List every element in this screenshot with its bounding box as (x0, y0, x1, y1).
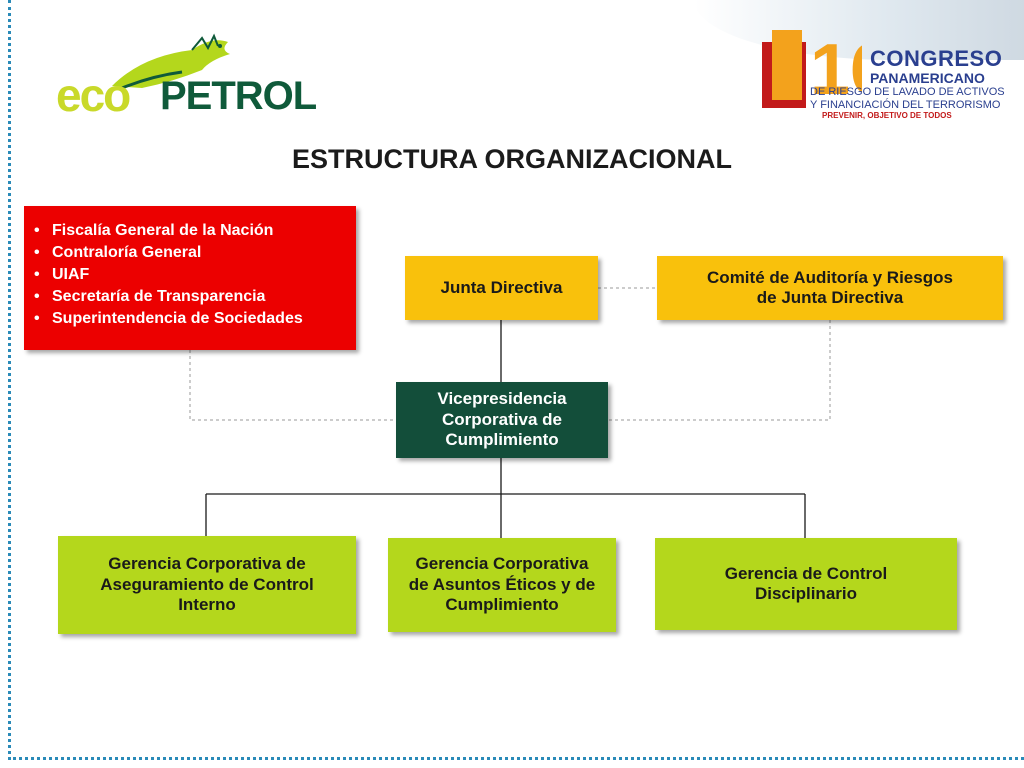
comite-auditoria-box: Comité de Auditoría y Riesgos de Junta D… (657, 256, 1003, 320)
comite-line2: de Junta Directiva (756, 288, 904, 307)
left-dotted-border (8, 0, 11, 760)
junta-directiva-box: Junta Directiva (405, 256, 598, 320)
gerencia-control-disciplinario-box: Gerencia de Control Disciplinario (655, 538, 957, 630)
g2-line2: de Asuntos Éticos y de (408, 574, 596, 594)
logo-petrol-text: PETROL (160, 74, 317, 118)
g3-line2: Disciplinario (754, 584, 857, 603)
gerencia-asuntos-eticos-box: Gerencia Corporativa de Asuntos Éticos y… (388, 538, 616, 632)
g2-line1: Gerencia Corporativa (415, 554, 589, 574)
vice-line1: Vicepresidencia (437, 389, 567, 409)
g1-line2: Aseguramiento de Control (100, 574, 314, 594)
congreso-line4: Y FINANCIACIÓN DEL TERRORISMO (810, 99, 1001, 111)
dashed-comite-to-vice (608, 320, 831, 421)
list-item: Secretaría de Transparencia (34, 286, 303, 308)
logo-eco-text: eco (56, 69, 131, 121)
vice-line2: Corporativa de (442, 409, 562, 429)
bottom-dotted-border (8, 757, 1024, 760)
list-item: UIAF (34, 264, 303, 286)
g1-line1: Gerencia Corporativa de (108, 554, 306, 574)
congreso-number: 16 (810, 30, 862, 110)
list-item: Fiscalía General de la Nación (34, 220, 303, 242)
congreso-line3: DE RIESGO DE LAVADO DE ACTIVOS (810, 86, 1005, 98)
list-item: Contraloría General (34, 242, 303, 264)
external-entities-box: Fiscalía General de la Nación Contralorí… (24, 206, 356, 350)
g2-line3: Cumplimiento (445, 595, 559, 615)
iguana-icon (112, 33, 230, 90)
ecopetrol-logo: eco PETROL (52, 26, 322, 121)
page-title: ESTRUCTURA ORGANIZACIONAL (292, 144, 732, 174)
number-16-emblem: 16 (762, 30, 862, 110)
g3-line1: Gerencia de Control (724, 563, 888, 583)
g1-line3: Interno (178, 595, 236, 615)
vicepresidencia-box: Vicepresidencia Corporativa de Cumplimie… (396, 382, 608, 458)
comite-line1: Comité de Auditoría y Riesgos (707, 267, 953, 287)
vice-line3: Cumplimiento (445, 430, 559, 450)
dashed-red-to-vice (189, 350, 396, 421)
junta-directiva-label: Junta Directiva (440, 277, 563, 297)
congreso-line2: PANAMERICANO (870, 70, 985, 86)
congreso-logo: 16 CONGRESO PANAMERICANO DE RIESGO DE LA… (762, 20, 1005, 124)
congreso-line5: PREVENIR, OBJETIVO DE TODOS (822, 111, 952, 120)
gerencia-aseguramiento-box: Gerencia Corporativa de Aseguramiento de… (58, 536, 356, 634)
external-entities-list: Fiscalía General de la Nación Contralorí… (34, 220, 303, 330)
congreso-line1: CONGRESO (870, 46, 1003, 71)
list-item: Superintendencia de Sociedades (34, 308, 303, 330)
